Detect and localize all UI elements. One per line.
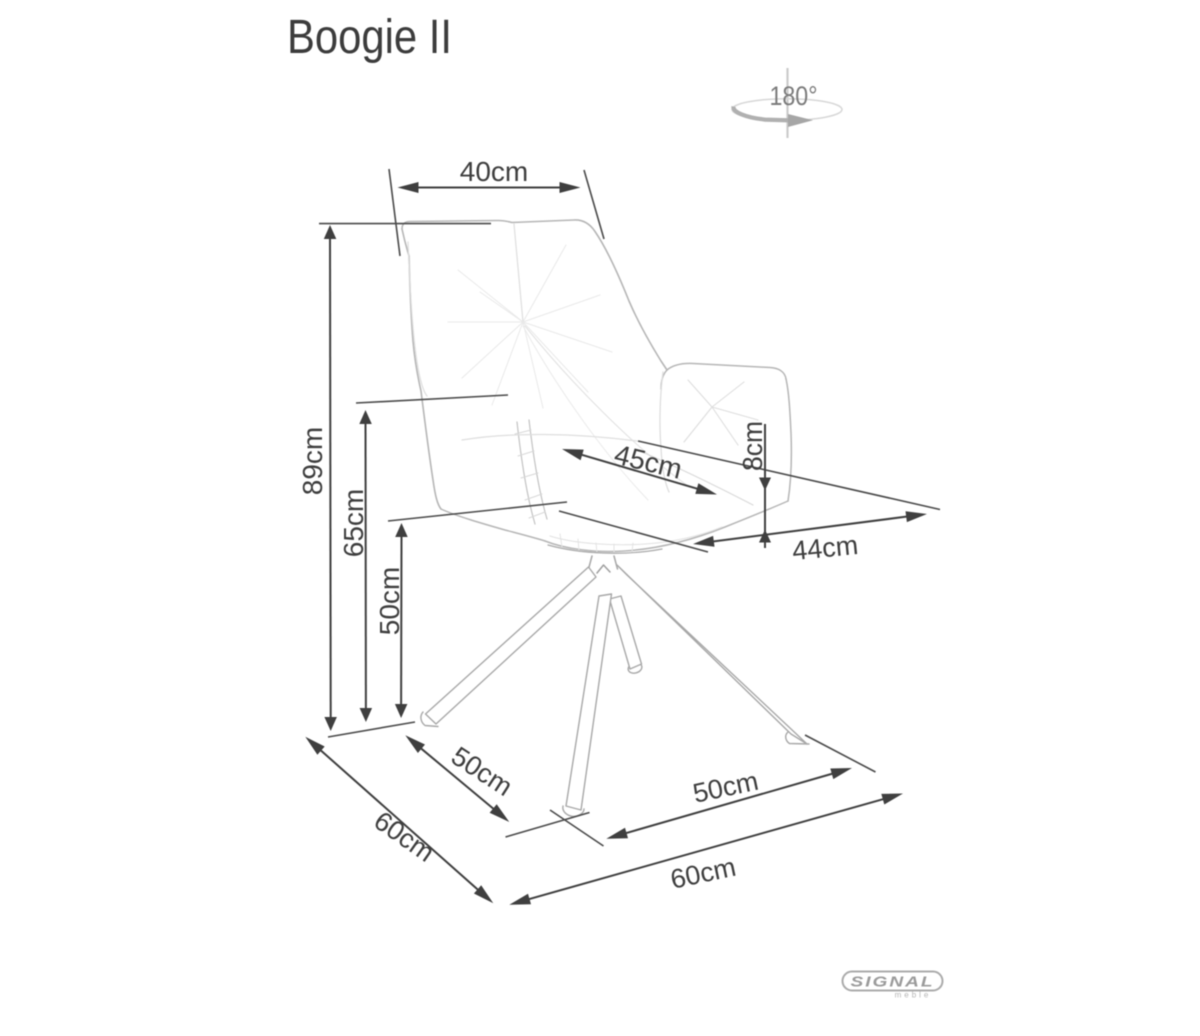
- svg-text:50cm: 50cm: [374, 567, 405, 635]
- svg-text:89cm: 89cm: [297, 427, 328, 495]
- svg-text:SIGNAL: SIGNAL: [851, 975, 935, 991]
- svg-text:40cm: 40cm: [460, 156, 528, 187]
- svg-text:65cm: 65cm: [338, 489, 369, 557]
- svg-text:meble: meble: [895, 991, 932, 1000]
- svg-text:180°: 180°: [770, 81, 818, 111]
- svg-text:Boogie II: Boogie II: [287, 11, 452, 64]
- svg-text:8cm: 8cm: [737, 421, 768, 471]
- svg-text:44cm: 44cm: [791, 530, 860, 566]
